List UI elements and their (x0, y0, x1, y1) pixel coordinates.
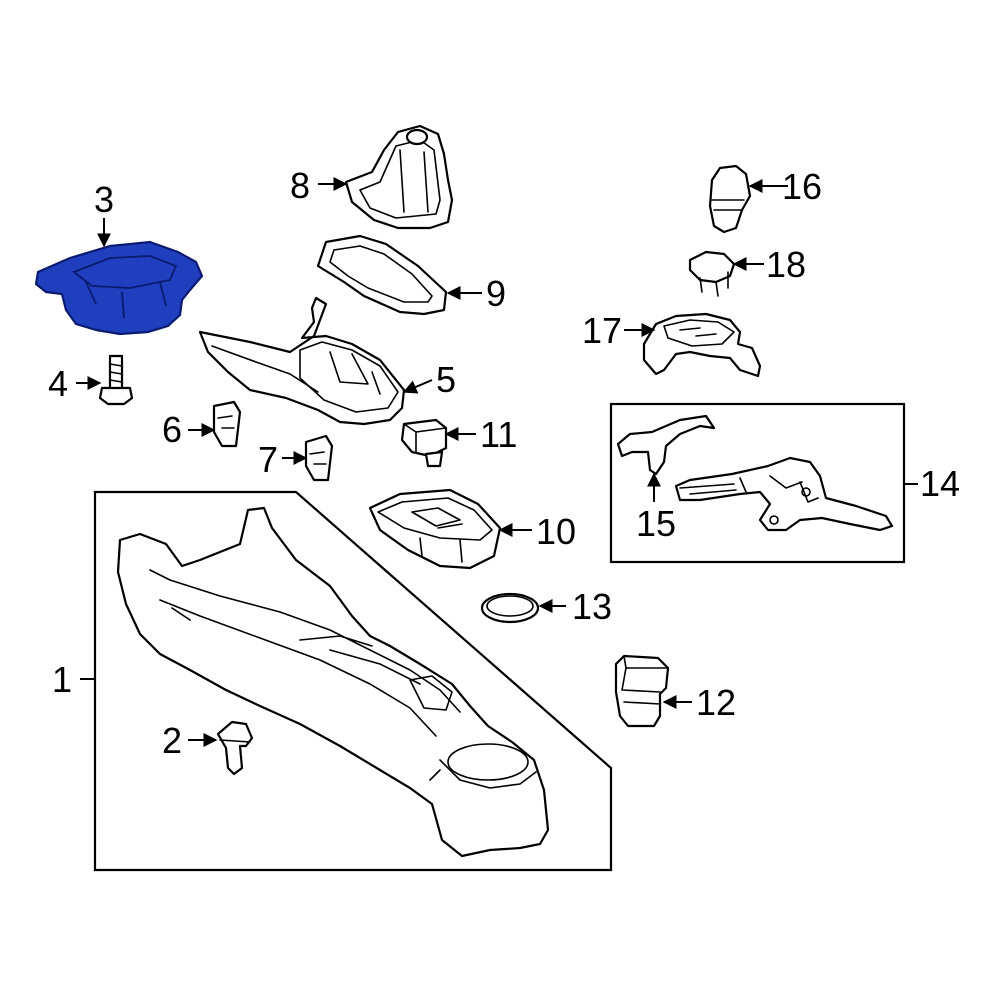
leader-lines (76, 177, 918, 747)
callout-2: 2 (162, 720, 182, 761)
part-3-cup-opening (72, 255, 178, 319)
part-5-shift-panel[interactable] (198, 296, 406, 426)
part-14-parking-brake-box[interactable] (609, 402, 906, 564)
part-6-clip[interactable] (212, 400, 242, 448)
part-7-clip[interactable] (304, 434, 334, 482)
part-3-cup-holder[interactable] (34, 240, 204, 336)
callout-13: 13 (572, 586, 612, 627)
callout-1: 1 (52, 659, 72, 700)
callout-15: 15 (636, 503, 676, 544)
part-12-switch[interactable] (614, 654, 670, 728)
part-2-push-clip[interactable] (216, 720, 254, 776)
callout-16: 16 (782, 166, 822, 207)
part-1-console-box[interactable] (93, 490, 613, 872)
part-17-shift-base[interactable] (642, 312, 762, 378)
callout-8: 8 (290, 165, 310, 206)
part-10-tray[interactable] (368, 488, 502, 570)
callout-11: 11 (480, 414, 517, 455)
callout-12: 12 (696, 682, 736, 723)
callout-18: 18 (766, 244, 806, 285)
part-4-bolt[interactable] (98, 354, 134, 406)
callout-labels: 1 2 3 4 5 6 7 8 9 10 11 12 13 14 15 16 1… (48, 165, 960, 761)
callout-3: 3 (94, 179, 114, 220)
callout-6: 6 (162, 409, 182, 450)
part-18-retainer[interactable] (688, 250, 736, 297)
part-11-switch[interactable] (400, 418, 448, 468)
part-16-shift-knob[interactable] (708, 164, 752, 234)
part-9-retainer-frame[interactable] (316, 234, 448, 316)
callout-14: 14 (920, 463, 960, 504)
callout-10: 10 (536, 511, 576, 552)
callout-9: 9 (486, 273, 506, 314)
callout-17: 17 (582, 310, 622, 351)
callout-5: 5 (436, 359, 456, 400)
part-8-shift-boot[interactable] (344, 124, 454, 230)
callout-4: 4 (48, 363, 68, 404)
callout-7: 7 (258, 439, 278, 480)
part-15-release-button[interactable] (616, 414, 716, 476)
part-13-mat[interactable] (480, 592, 540, 624)
